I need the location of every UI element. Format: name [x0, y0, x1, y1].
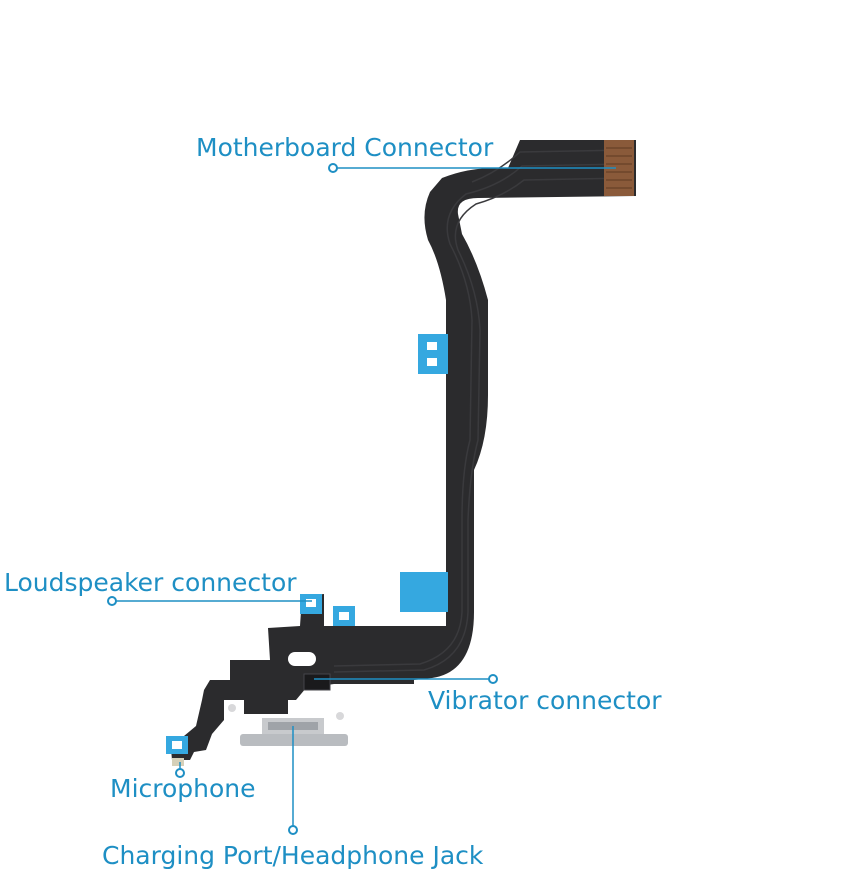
microphone-element: [172, 758, 184, 766]
board-hole: [288, 652, 316, 666]
callout-dots: [107, 163, 498, 835]
label-charging-port: Charging Port/Headphone Jack: [102, 841, 484, 870]
vibrator-connector: [303, 673, 331, 691]
label-loudspeaker-connector: Loudspeaker connector: [4, 568, 297, 597]
blue-tape: [166, 334, 448, 754]
label-motherboard-connector: Motherboard Connector: [196, 133, 494, 162]
flex-cable: [170, 140, 636, 760]
callouts: [112, 167, 616, 828]
label-microphone: Microphone: [110, 774, 256, 803]
label-vibrator-connector: Vibrator connector: [428, 686, 662, 715]
